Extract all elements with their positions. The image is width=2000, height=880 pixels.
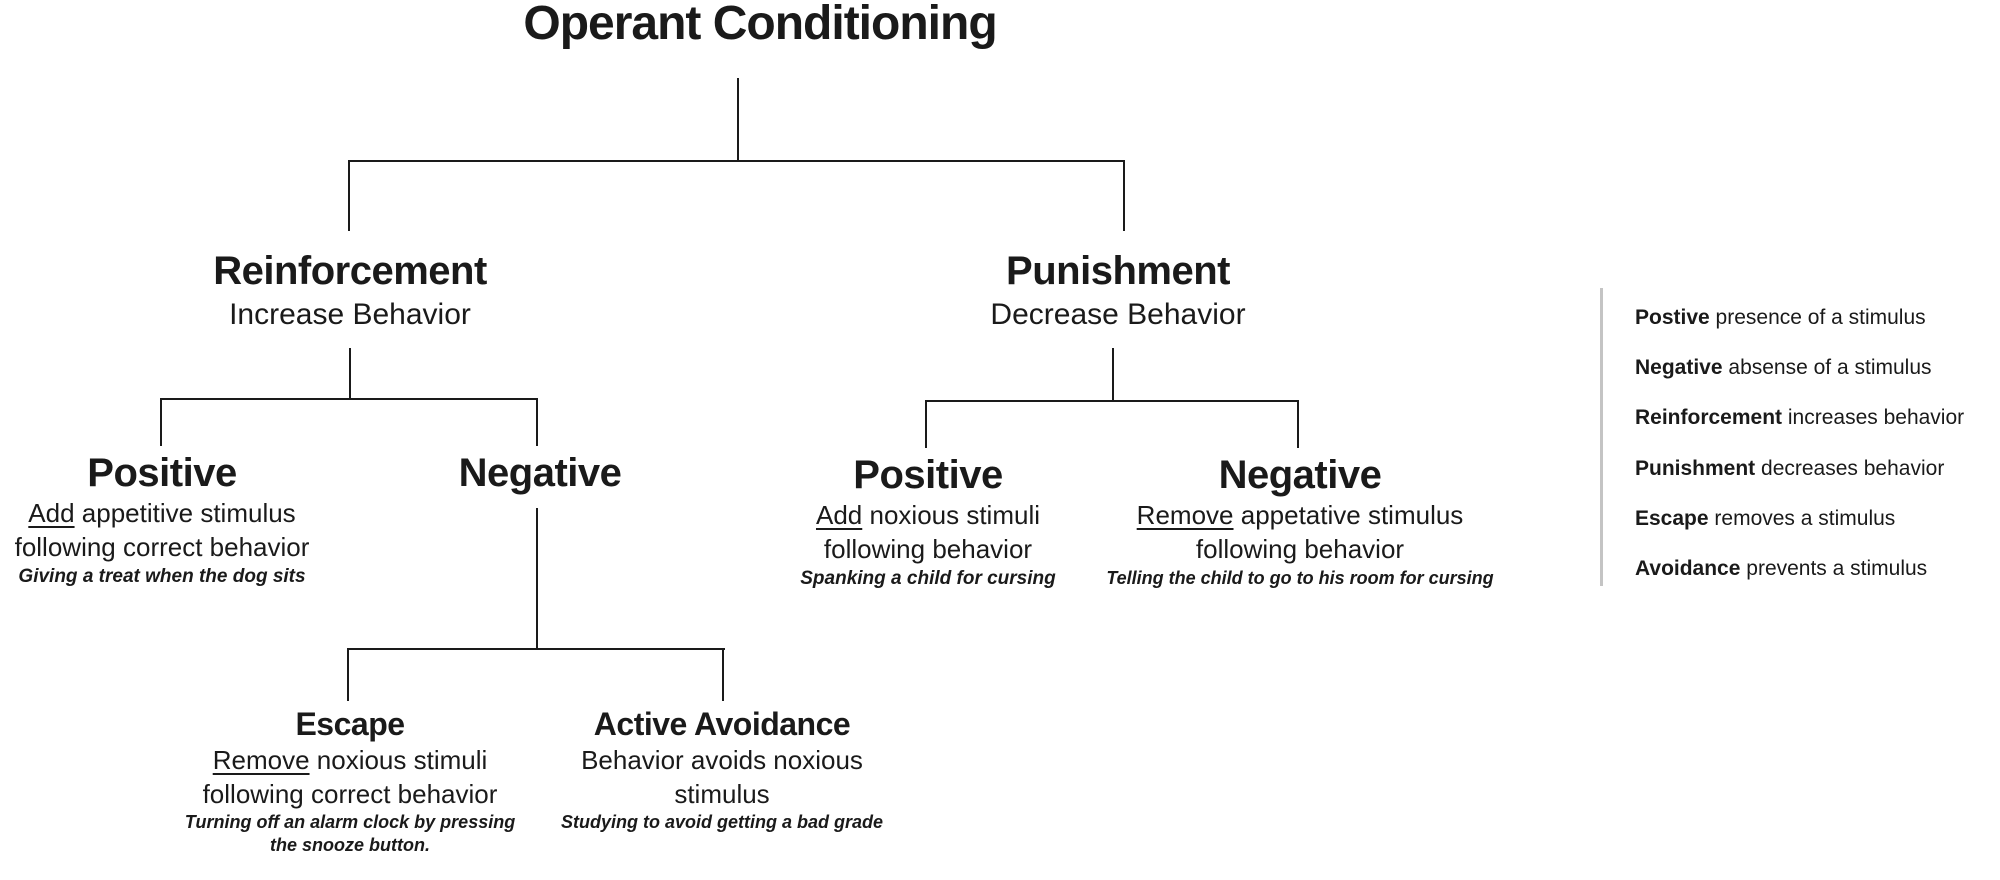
escape-line1-rest: noxious stimuli bbox=[316, 744, 488, 775]
active-avoidance-example: Studying to avoid getting a bad grade bbox=[560, 812, 884, 833]
p-positive-line1-rest: noxious stimuli bbox=[869, 500, 1041, 530]
legend-item-escape: Escape removes a stimulus bbox=[1635, 506, 1964, 531]
p-negative-example: Telling the child to go to his room for … bbox=[1106, 567, 1494, 588]
p-negative-line2: following behavior bbox=[1195, 534, 1405, 565]
node-punishment-positive: Positive Add noxious stimuli following b… bbox=[800, 452, 1055, 591]
escape-line1: Remove noxious stimuli bbox=[185, 743, 515, 777]
connector-punishment-stem bbox=[1112, 348, 1114, 401]
node-reinforcement: Reinforcement Increase Behavior bbox=[213, 248, 487, 336]
legend-term: Negative bbox=[1635, 356, 1723, 380]
legend-description: removes a stimulus bbox=[1714, 506, 1896, 530]
legend-term: Reinforcement bbox=[1635, 406, 1783, 430]
r-positive-line1: Add appetitive stimulus bbox=[15, 496, 310, 530]
legend-description: presence of a stimulus bbox=[1715, 306, 1926, 329]
legend-item-negative: Negative absense of a stimulus bbox=[1635, 355, 1964, 380]
active-avoidance-line2: stimulus bbox=[674, 779, 770, 810]
connector-p-positive-drop bbox=[925, 400, 927, 448]
connector-level1-horizontal bbox=[348, 160, 1125, 162]
node-punishment: Punishment Decrease Behavior bbox=[990, 248, 1245, 336]
connector-negative-horizontal bbox=[347, 648, 725, 650]
connector-punishment-drop bbox=[1123, 160, 1125, 231]
active-avoidance-title: Active Avoidance bbox=[593, 706, 851, 742]
legend-term: Punishment bbox=[1635, 456, 1756, 480]
legend-term: Postive bbox=[1635, 306, 1710, 329]
node-reinforcement-positive: Positive Add appetitive stimulus followi… bbox=[15, 450, 310, 589]
connector-root-stem bbox=[737, 78, 739, 162]
escape-underline-word: Remove bbox=[212, 744, 310, 775]
p-positive-line1: Add noxious stimuli bbox=[800, 498, 1055, 532]
escape-example-line1: Turning off an alarm clock by pressing bbox=[184, 812, 516, 833]
legend-term: Avoidance bbox=[1635, 556, 1741, 580]
escape-example-line2: the snooze button. bbox=[270, 835, 430, 856]
p-positive-underline-word: Add bbox=[815, 500, 863, 530]
legend-description: absense of a stimulus bbox=[1728, 356, 1932, 380]
legend: Postive presence of a stimulus Negative … bbox=[1635, 305, 1964, 606]
r-positive-line1-rest: appetitive stimulus bbox=[81, 498, 296, 528]
legend-item-postive: Postive presence of a stimulus bbox=[1635, 305, 1964, 330]
connector-reinforcement-stem bbox=[349, 348, 351, 399]
legend-divider-line bbox=[1600, 288, 1603, 586]
connector-punishment-horizontal bbox=[925, 400, 1299, 402]
punishment-title: Punishment bbox=[1006, 249, 1230, 293]
connector-reinforcement-horizontal bbox=[160, 398, 538, 400]
p-negative-line1: Remove appetative stimulus bbox=[1106, 498, 1493, 532]
escape-title: Escape bbox=[295, 706, 405, 742]
r-positive-example: Giving a treat when the dog sits bbox=[18, 565, 306, 587]
legend-item-punishment: Punishment decreases behavior bbox=[1635, 456, 1964, 481]
connector-escape-drop bbox=[347, 648, 349, 701]
r-positive-line2: following correct behavior bbox=[14, 532, 310, 563]
legend-item-avoidance: Avoidance prevents a stimulus bbox=[1635, 556, 1964, 581]
p-positive-line2: following behavior bbox=[823, 534, 1033, 565]
p-negative-title: Negative bbox=[1218, 453, 1382, 497]
diagram-title: Operant Conditioning bbox=[523, 0, 997, 50]
connector-reinforcement-drop bbox=[348, 160, 350, 231]
connector-r-negative-drop bbox=[536, 398, 538, 446]
legend-description: increases behavior bbox=[1787, 406, 1965, 430]
legend-description: decreases behavior bbox=[1761, 456, 1945, 480]
p-positive-title: Positive bbox=[853, 453, 1003, 497]
node-punishment-negative: Negative Remove appetative stimulus foll… bbox=[1106, 452, 1493, 590]
legend-description: prevents a stimulus bbox=[1746, 556, 1928, 580]
r-positive-underline-word: Add bbox=[28, 498, 75, 528]
node-active-avoidance: Active Avoidance Behavior avoids noxious… bbox=[561, 706, 883, 834]
connector-r-positive-drop bbox=[160, 398, 162, 446]
r-positive-title: Positive bbox=[87, 451, 237, 495]
p-negative-line1-rest: appetative stimulus bbox=[1240, 500, 1464, 530]
connector-p-negative-drop bbox=[1297, 400, 1299, 448]
escape-line2: following correct behavior bbox=[202, 779, 498, 810]
r-negative-title: Negative bbox=[458, 451, 622, 495]
reinforcement-title: Reinforcement bbox=[213, 249, 487, 293]
punishment-subtitle: Decrease Behavior bbox=[990, 298, 1246, 331]
active-avoidance-line1: Behavior avoids noxious bbox=[581, 744, 863, 775]
p-negative-underline-word: Remove bbox=[1136, 500, 1234, 530]
connector-negative-stem bbox=[536, 508, 538, 650]
p-positive-example: Spanking a child for cursing bbox=[800, 567, 1056, 589]
node-escape: Escape Remove noxious stimuli following … bbox=[185, 706, 515, 857]
connector-avoidance-drop bbox=[722, 648, 724, 701]
legend-term: Escape bbox=[1635, 506, 1709, 530]
reinforcement-subtitle: Increase Behavior bbox=[229, 298, 471, 331]
legend-item-reinforcement: Reinforcement increases behavior bbox=[1635, 405, 1964, 430]
node-reinforcement-negative: Negative bbox=[459, 450, 622, 496]
